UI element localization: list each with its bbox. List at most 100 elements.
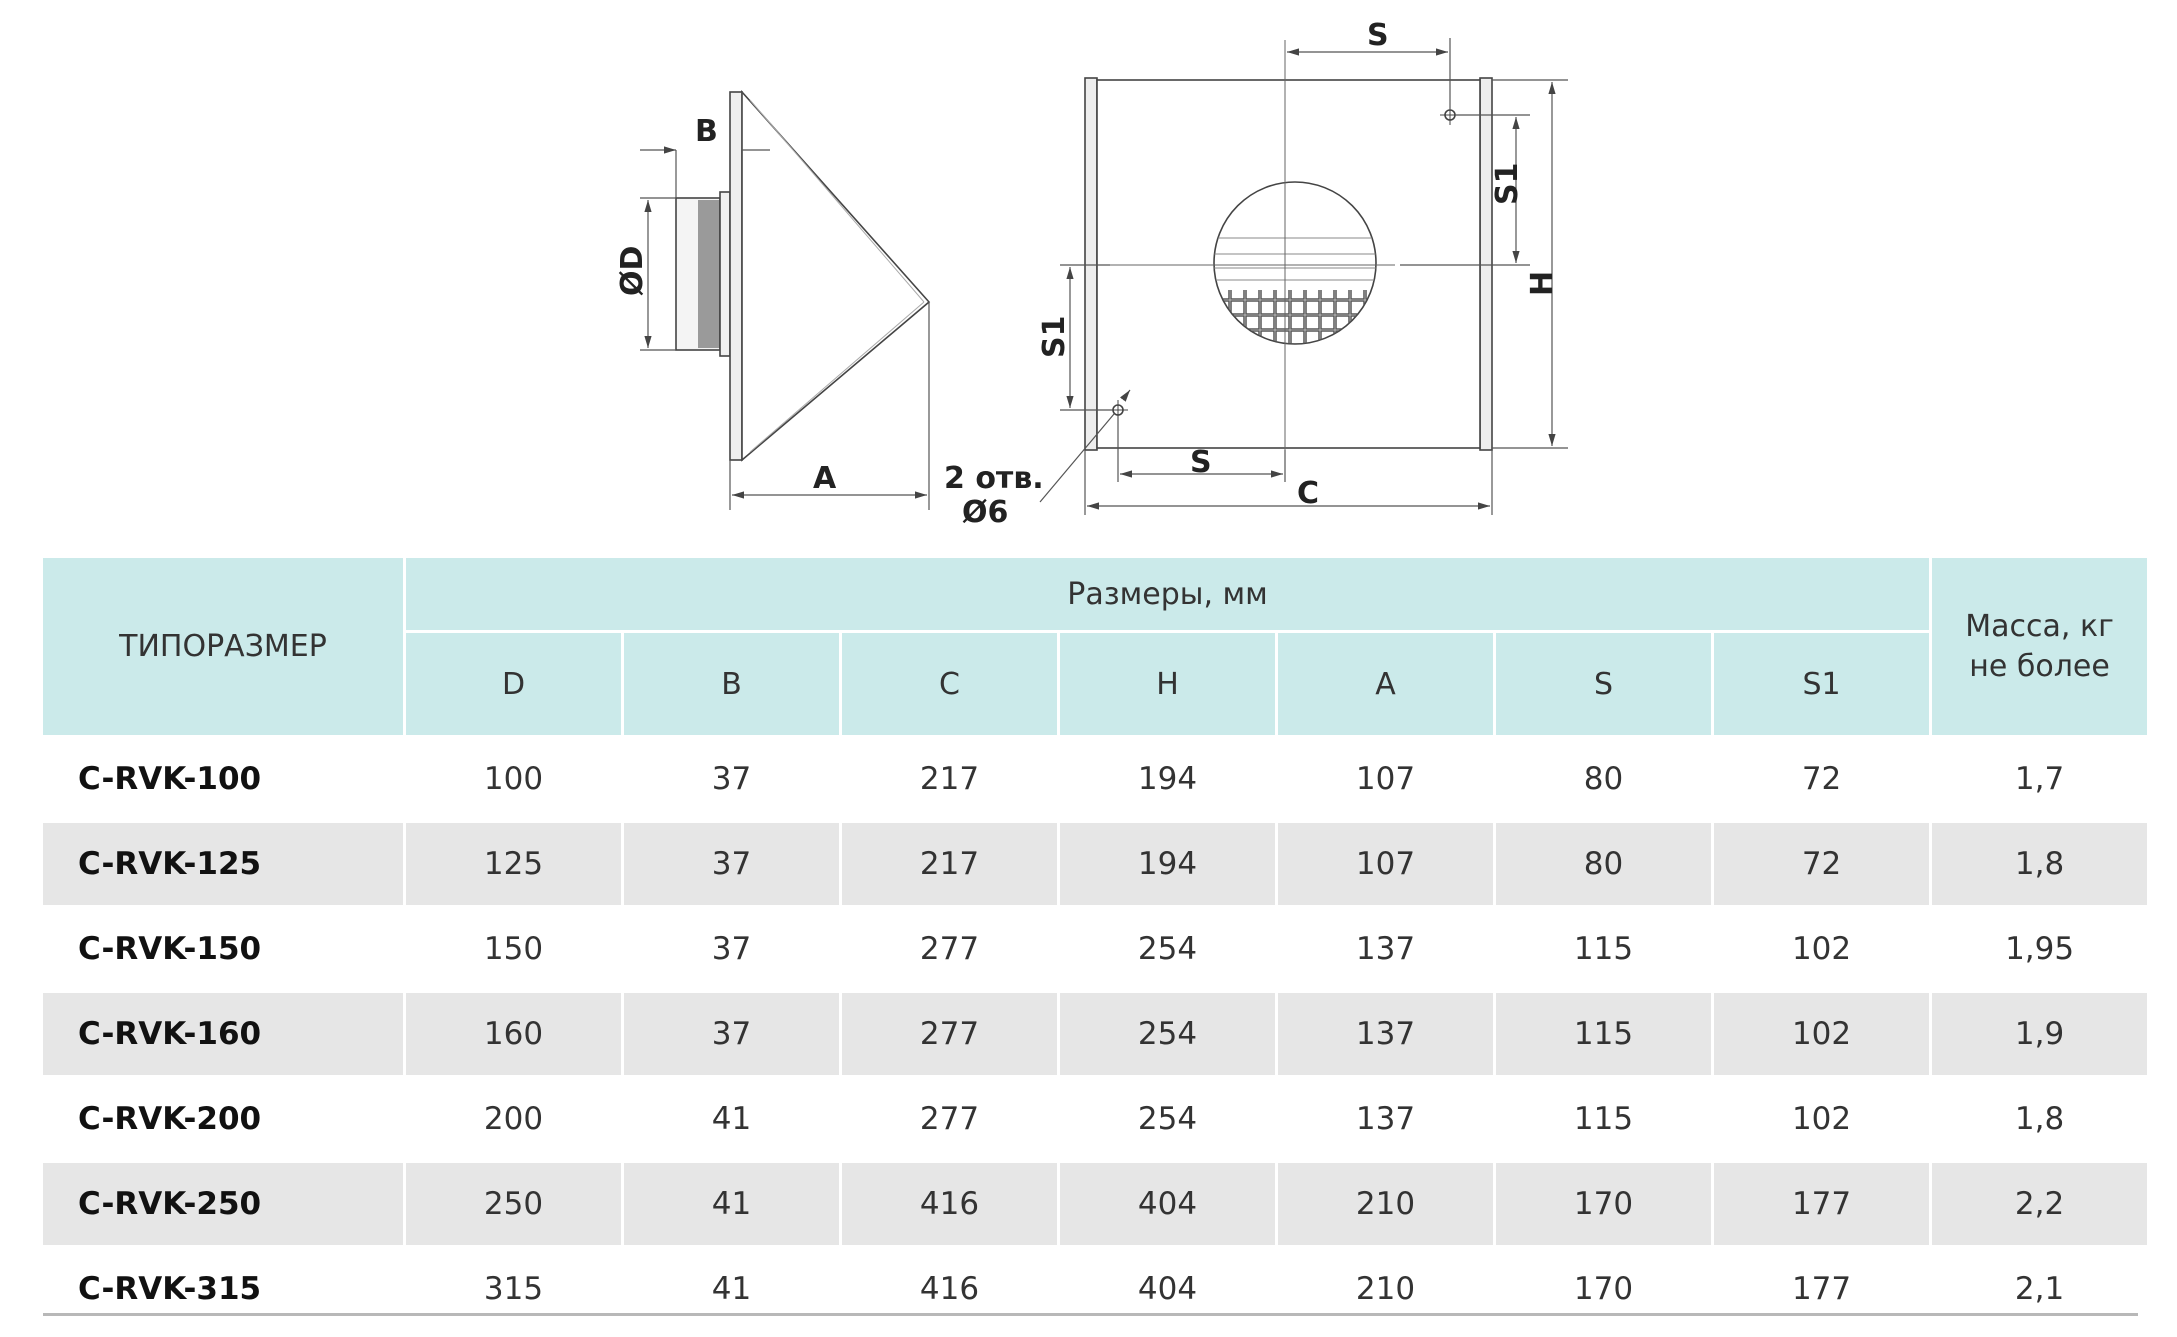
side-dimensions [640,92,930,510]
model-cell: C-RVK-200 [43,1075,403,1160]
value-cell: 72 [1714,735,1930,820]
header-col-d: D [406,633,621,735]
dimensions-table-wrap: ТИПОРАЗМЕР Размеры, мм Масса, кг не боле… [43,558,2148,1330]
mass-cell: 1,8 [1932,820,2148,905]
dim-label-s-bottom: S [1190,445,1212,480]
value-cell: 250 [406,1160,621,1245]
value-cell: 137 [1278,905,1493,990]
value-cell: 277 [842,1075,1057,1160]
value-cell: 100 [406,735,621,820]
value-cell: 277 [842,905,1057,990]
value-cell: 217 [842,735,1057,820]
value-cell: 107 [1278,820,1493,905]
value-cell: 416 [842,1160,1057,1245]
header-col-a: A [1278,633,1493,735]
technical-drawing: B ØD A 2 отв. Ø6 [615,18,1568,530]
value-cell: 194 [1060,820,1275,905]
value-cell: 416 [842,1245,1057,1330]
model-cell: C-RVK-125 [43,820,403,905]
value-cell: 194 [1060,735,1275,820]
value-cell: 102 [1714,905,1930,990]
value-cell: 125 [406,820,621,905]
value-cell: 41 [624,1245,839,1330]
value-cell: 72 [1714,820,1930,905]
value-cell: 160 [406,990,621,1075]
model-cell: C-RVK-315 [43,1245,403,1330]
value-cell: 170 [1496,1160,1711,1245]
holes-leader [1039,389,1131,503]
value-cell: 115 [1496,1075,1711,1160]
value-cell: 200 [406,1075,621,1160]
value-cell: 254 [1060,905,1275,990]
value-cell: 404 [1060,1160,1275,1245]
header-col-s: S [1496,633,1711,735]
value-cell: 217 [842,820,1057,905]
value-cell: 404 [1060,1245,1275,1330]
header-mass: Масса, кг не более [1932,558,2148,735]
value-cell: 150 [406,905,621,990]
value-cell: 177 [1714,1245,1930,1330]
model-cell: C-RVK-160 [43,990,403,1075]
mass-cell: 2,1 [1932,1245,2148,1330]
mass-cell: 1,9 [1932,990,2148,1075]
value-cell: 102 [1714,990,1930,1075]
dim-label-a: A [813,461,837,496]
front-view [1060,40,1493,475]
header-mass-line1: Масса, кг [1965,608,2114,644]
mass-cell: 1,8 [1932,1075,2148,1160]
holes-label-line2: Ø6 [962,495,1008,530]
value-cell: 177 [1714,1160,1930,1245]
value-cell: 41 [624,1160,839,1245]
value-cell: 37 [624,735,839,820]
value-cell: 80 [1496,820,1711,905]
value-cell: 37 [624,905,839,990]
value-cell: 254 [1060,1075,1275,1160]
dim-label-b: B [695,114,718,149]
value-cell: 37 [624,990,839,1075]
header-size: ТИПОРАЗМЕР [43,558,403,735]
mass-cell: 1,7 [1932,735,2148,820]
value-cell: 115 [1496,990,1711,1075]
value-cell: 254 [1060,990,1275,1075]
model-cell: C-RVK-100 [43,735,403,820]
header-col-c: C [842,633,1057,735]
value-cell: 80 [1496,735,1711,820]
value-cell: 107 [1278,735,1493,820]
dim-label-od: ØD [615,246,650,296]
header-col-b: B [624,633,839,735]
value-cell: 170 [1496,1245,1711,1330]
front-dimensions [1060,38,1568,515]
side-view [675,89,931,462]
value-cell: 315 [406,1245,621,1330]
dim-label-s1-left: S1 [1037,316,1072,358]
header-col-s1: S1 [1714,633,1930,735]
dim-label-h: H [1525,271,1560,296]
model-cell: C-RVK-250 [43,1160,403,1245]
header-col-h: H [1060,633,1275,735]
dim-label-s-top: S [1367,18,1389,53]
value-cell: 210 [1278,1160,1493,1245]
value-cell: 41 [624,1075,839,1160]
value-cell: 137 [1278,990,1493,1075]
value-cell: 115 [1496,905,1711,990]
table-bottom-rule [43,1313,2138,1316]
header-dimensions-group: Размеры, мм [406,558,1930,633]
value-cell: 210 [1278,1245,1493,1330]
holes-label-line1: 2 отв. [944,461,1044,496]
value-cell: 277 [842,990,1057,1075]
mass-cell: 2,2 [1932,1160,2148,1245]
dim-label-s1-right: S1 [1490,163,1525,205]
value-cell: 137 [1278,1075,1493,1160]
dimensions-table: ТИПОРАЗМЕР Размеры, мм Масса, кг не боле… [40,558,2150,1330]
model-cell: C-RVK-150 [43,905,403,990]
value-cell: 37 [624,820,839,905]
mass-cell: 1,95 [1932,905,2148,990]
